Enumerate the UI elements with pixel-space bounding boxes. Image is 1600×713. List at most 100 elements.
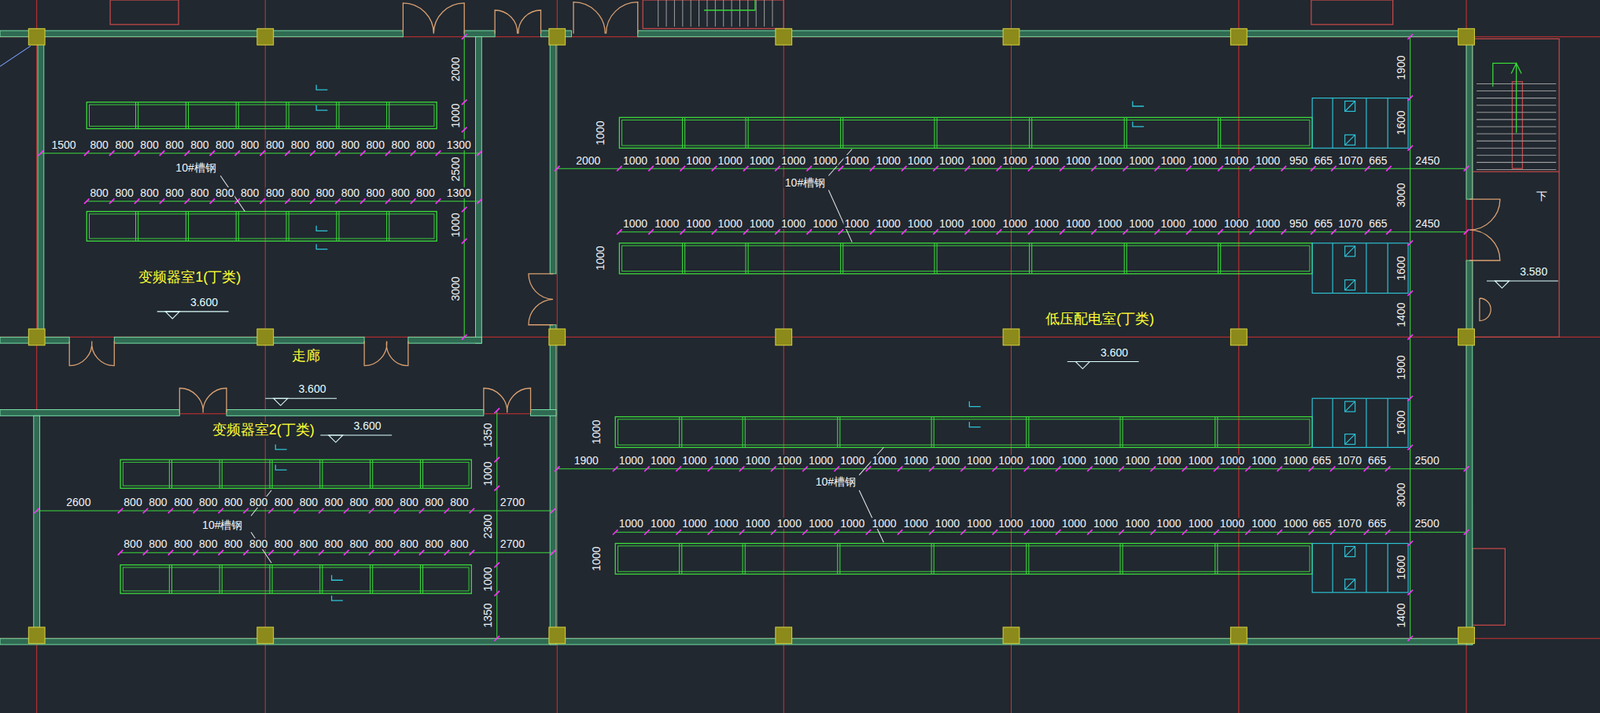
- dimension-tick: [259, 150, 265, 155]
- dimension-text: 1000: [776, 517, 803, 529]
- dimension-text: 800: [273, 496, 294, 508]
- cable-rack: [369, 459, 371, 488]
- dimension-tick: [648, 228, 653, 234]
- stair-tread: [771, 0, 773, 27]
- cable-rack: [1028, 243, 1030, 274]
- door: [494, 10, 541, 34]
- stair: [1472, 38, 1560, 337]
- stair-tread: [755, 0, 757, 27]
- dimension-text: 1000: [482, 460, 494, 487]
- dimension-tick: [385, 150, 391, 155]
- cable-rack: [1214, 416, 1216, 448]
- dimension-tick: [901, 165, 907, 171]
- dimension-tick: [932, 228, 938, 234]
- switch-cabinet: [1345, 134, 1356, 145]
- plan-group: [658, 0, 1557, 170]
- dimension-tick: [360, 198, 365, 203]
- dimension-text: 800: [365, 139, 386, 151]
- dimension-tick: [168, 549, 174, 555]
- column: [1230, 28, 1247, 45]
- dimension-tick: [494, 562, 499, 568]
- cable-rack: [221, 459, 223, 488]
- dimension-text: 800: [415, 139, 436, 151]
- cable-rack: [120, 459, 472, 488]
- dimension-tick: [1213, 529, 1219, 535]
- dimension-text: 800: [340, 139, 361, 151]
- dimension-text: 800: [324, 496, 344, 508]
- dimension-tick: [343, 549, 349, 555]
- dimension-tick: [117, 508, 123, 513]
- stair-tread: [1476, 169, 1556, 170]
- dimension-text: 800: [139, 139, 159, 151]
- grid-line: [783, 0, 785, 713]
- dimension-tick: [711, 165, 717, 171]
- dimension-tick: [1091, 165, 1096, 171]
- dimension-tick: [1364, 529, 1369, 535]
- switch-cabinet: [1345, 545, 1356, 557]
- cable-rack: [931, 416, 933, 448]
- dimension-tick: [675, 529, 681, 535]
- wall: [0, 409, 180, 416]
- dimension-tick: [168, 508, 174, 513]
- dimension-tick: [1281, 165, 1287, 171]
- dimension-tick: [897, 466, 903, 472]
- cable-rack: [269, 459, 270, 488]
- dimension-tick: [1150, 466, 1156, 472]
- dimension-text: 2000: [575, 154, 601, 166]
- switch-cabinet: [1345, 101, 1356, 112]
- cable-rack: [338, 102, 340, 130]
- cable-rack: [372, 564, 373, 594]
- cable-rack: [372, 459, 373, 488]
- cable-rack: [678, 543, 680, 575]
- dimension-text: 665: [1313, 217, 1334, 229]
- elevation-mark: [328, 435, 343, 443]
- dimension-tick: [335, 198, 340, 203]
- dimension-tick: [932, 165, 938, 171]
- dimension-text: 1000: [1223, 217, 1250, 229]
- dimension-tick: [494, 457, 499, 462]
- dimension-text: 800: [173, 538, 193, 550]
- cable-rack: [619, 243, 1313, 274]
- stair-tread: [706, 0, 708, 27]
- cable-rack: [120, 459, 472, 488]
- switch-cabinet: [1345, 280, 1356, 291]
- wall: [0, 637, 1473, 645]
- cable-rack: [285, 211, 287, 242]
- dimension-text: 1070: [1336, 517, 1363, 529]
- room-name: 走廊: [290, 348, 322, 365]
- cable-rack: [1220, 117, 1221, 148]
- dimension-text: 800: [415, 187, 436, 199]
- dimension-text: 1000: [780, 217, 807, 229]
- dimension-tick: [870, 165, 875, 171]
- note-text: 10#槽钢: [814, 475, 857, 487]
- dimension-text: 1000: [1254, 154, 1281, 166]
- dimension-line: [556, 468, 1467, 469]
- cable-rack: [1216, 416, 1218, 448]
- dimension-tick: [1407, 334, 1412, 340]
- dimension-tick: [1217, 228, 1223, 234]
- switch-cabinet: [1312, 98, 1409, 149]
- dimension-text: 1350: [482, 421, 494, 448]
- cable-rack: [137, 102, 139, 130]
- dimension-tick: [1407, 395, 1412, 401]
- dimension-tick: [210, 150, 215, 155]
- plan-group: [28, 28, 1475, 643]
- cable-rack: [1214, 543, 1216, 575]
- cable-rack: [1217, 117, 1219, 148]
- dimension-tick: [1245, 466, 1250, 472]
- dimension-text: 2600: [65, 496, 92, 508]
- dimension-line: [556, 168, 1467, 170]
- column: [1002, 626, 1020, 644]
- dimension-text: 1000: [839, 517, 866, 529]
- dimension-tick: [419, 508, 424, 513]
- dimension-text: 1000: [1250, 517, 1277, 529]
- dimension-text: 800: [139, 187, 159, 199]
- dimension-text: 665: [1312, 517, 1332, 529]
- cable-rack: [422, 459, 424, 488]
- equipment-mark: [316, 225, 328, 231]
- dimension-tick: [612, 466, 618, 472]
- dimension-tick: [159, 150, 165, 155]
- cable-rack: [619, 117, 1313, 148]
- cable-rack: [1126, 243, 1128, 274]
